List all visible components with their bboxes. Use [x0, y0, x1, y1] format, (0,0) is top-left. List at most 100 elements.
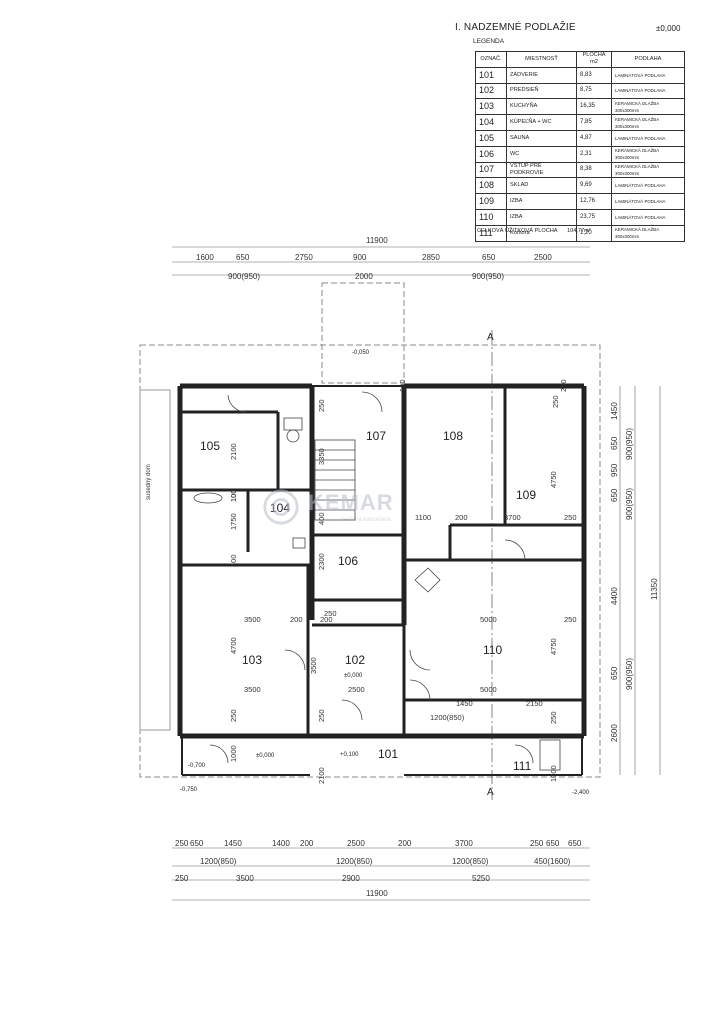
dimension-label: 1400 — [272, 839, 290, 848]
room-label-110: 110 — [483, 643, 502, 657]
dimension-label: 200 — [320, 615, 333, 624]
dimension-label: 2750 — [295, 253, 313, 262]
doors — [209, 391, 534, 764]
entrance-canopy — [321, 282, 405, 384]
room-label-108: 108 — [443, 429, 463, 443]
dimension-label: 250 — [564, 513, 577, 522]
plan-geometry — [139, 246, 661, 901]
dimension-label: 900(950) — [228, 272, 260, 281]
dimension-label: 4400 — [610, 587, 619, 605]
dimension-label: 1450 — [224, 839, 242, 848]
dimension-label: 1100 — [415, 513, 431, 522]
dimension-label: 100 — [398, 379, 407, 392]
dimension-label: 650 — [610, 666, 619, 680]
room-label-106: 106 — [338, 554, 358, 568]
dimension-label: 3500 — [309, 657, 318, 674]
level-mark: -0,700 — [188, 763, 206, 769]
dimension-label: 2300 — [317, 553, 326, 570]
watermark-brand: KEMAR — [308, 490, 394, 515]
dimension-label: 3500 — [236, 874, 254, 883]
dimension-label: 400 — [229, 554, 238, 567]
dimension-label: 1200(850) — [452, 857, 489, 866]
dimension-label: 650 — [236, 253, 250, 262]
dimension-label: 250 — [549, 711, 558, 724]
toilet-bowl — [286, 429, 300, 443]
legend-level: ±0,000 — [656, 24, 681, 33]
dimension-label: 2500 — [347, 839, 365, 848]
dimension-label: 1200(850) — [200, 857, 237, 866]
dimension-label: 1450 — [610, 402, 619, 420]
dimension-label: 250 — [530, 839, 544, 848]
dimension-label: 2150 — [526, 699, 543, 708]
dimension-label: 1750 — [229, 513, 238, 530]
room-code: 111 — [475, 224, 507, 242]
dimension-label: 4700 — [229, 637, 238, 654]
dimension-label: 250 — [324, 609, 337, 618]
dimension-label: 250 — [175, 839, 189, 848]
dimension-label: 2500 — [534, 253, 552, 262]
dimension-label: 650 — [568, 839, 582, 848]
dimension-label: 11350 — [650, 578, 659, 600]
level-mark: -2,400 — [572, 790, 590, 796]
dimension-label: 1000 — [549, 765, 558, 782]
room-name: Komora — [506, 224, 577, 242]
room-name: VSTUP PRE PODKROVIE — [506, 161, 577, 179]
dimension-label: 2850 — [422, 253, 440, 262]
neighbor-label: susedný dom — [146, 464, 152, 500]
watermark-logo — [263, 489, 299, 525]
dimension-label: 250 — [559, 379, 568, 392]
dimension-label: 11900 — [366, 236, 388, 245]
dimension-label: 250 — [229, 709, 238, 722]
dimension-label: 2900 — [342, 874, 360, 883]
room-label-107: 107 — [366, 429, 386, 443]
dimension-label: 4750 — [549, 638, 558, 655]
dimension-label: 900(950) — [625, 428, 634, 460]
dimension-label: 1200(850) — [430, 713, 465, 722]
header-area-top: PLOCHA — [582, 52, 606, 59]
dimension-label: 650 — [482, 253, 496, 262]
exterior-walls — [177, 383, 587, 776]
room-label-103: 103 — [242, 653, 262, 667]
dimension-label: 650 — [610, 436, 619, 450]
dimension-label: 1450 — [456, 699, 473, 708]
dimension-label: 3350 — [317, 448, 326, 465]
dimension-label: 950 — [610, 463, 619, 477]
dimension-label: 400 — [317, 512, 326, 525]
room-label-102: 102 — [345, 653, 365, 667]
dimension-label: 3500 — [244, 615, 261, 624]
legend-title: I. NADZEMNÉ PODLAŽIE — [455, 22, 576, 33]
legend-subtitle: LEGENDA — [473, 38, 505, 45]
dimension-label: 650 — [610, 488, 619, 502]
dimension-label: 2600 — [610, 724, 619, 742]
room-label-105: 105 — [200, 439, 220, 453]
dimension-label: 900 — [353, 253, 367, 262]
dimension-label: 1600 — [196, 253, 214, 262]
level-mark: -0,050 — [352, 350, 370, 356]
room-labels: 105 104 107 108 109 106 103 102 110 101 … — [200, 429, 536, 773]
room-label-101: 101 — [378, 747, 398, 761]
dimension-label: 250 — [564, 615, 577, 624]
dimension-lines — [172, 246, 661, 901]
dimension-label: 250 — [317, 709, 326, 722]
dimension-label: 3700 — [455, 839, 473, 848]
washbasin — [193, 492, 223, 504]
level-marks: -0,050 ±0,000 ±0,000 +0,100 -0,700 -0,75… — [180, 350, 590, 796]
dimension-label: 250 — [175, 874, 189, 883]
watermark-tagline: realitná kancelária — [342, 517, 391, 523]
neighbor-house — [139, 389, 171, 731]
dimension-label: 650 — [190, 839, 204, 848]
level-mark: ±0,000 — [344, 673, 363, 679]
dimension-label: 200 — [290, 615, 303, 624]
